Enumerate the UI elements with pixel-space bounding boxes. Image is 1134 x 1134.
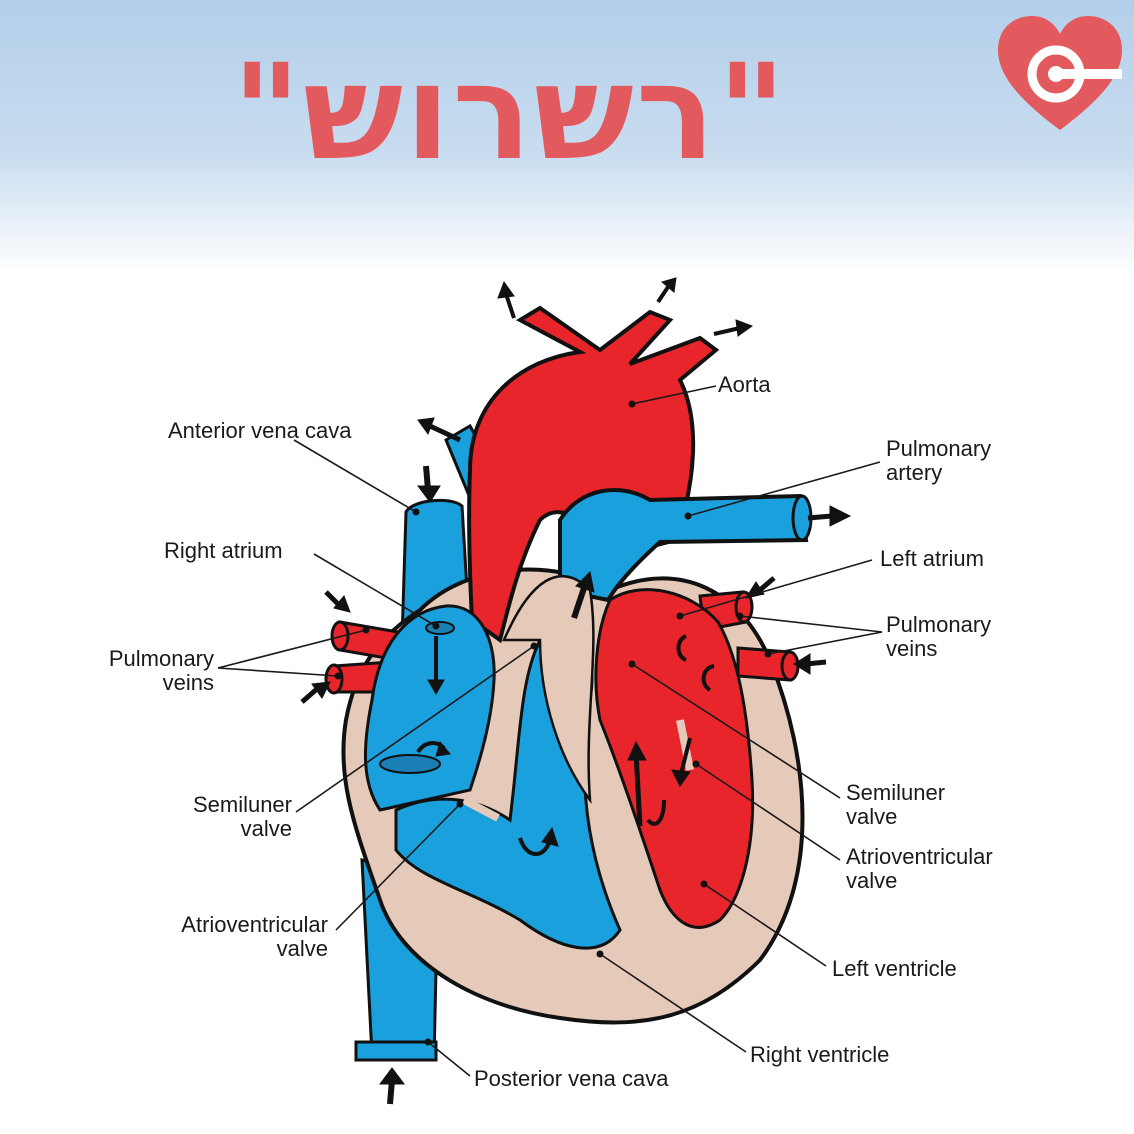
label-pulmonary-veins-left-line1: Pulmonary	[109, 646, 214, 671]
label-av-valve-left-line2: valve	[277, 936, 328, 961]
label-semilunar-valve-left-line2: valve	[241, 816, 292, 841]
heart-logo-icon	[998, 16, 1122, 130]
label-left-atrium: Left atrium	[880, 546, 984, 571]
header-banner	[0, 0, 1134, 275]
label-anterior-vena-cava: Anterior vena cava	[168, 418, 352, 443]
label-semilunar-valve-left-line1: Semiluner	[193, 792, 292, 817]
label-left-ventricle: Left ventricle	[832, 956, 957, 981]
right-atrium-vent	[425, 621, 455, 635]
label-av-valve-left-line1: Atrioventricular	[181, 912, 328, 937]
label-semilunar-valve-right-line2: valve	[846, 804, 897, 829]
page-title: "רשרוש"	[232, 36, 788, 190]
right-av-valve-disk	[379, 754, 441, 774]
leader-lines	[217, 385, 883, 1077]
label-posterior-vena-cava: Posterior vena cava	[474, 1066, 669, 1091]
label-pulmonary-artery-line2: artery	[886, 460, 942, 485]
blood-flow-arrows	[300, 277, 852, 1105]
label-pulmonary-veins-left-line2: veins	[163, 670, 214, 695]
left-ventricle-chamber	[594, 588, 755, 929]
label-av-valve-right-line2: valve	[846, 868, 897, 893]
label-pulmonary-artery-line1: Pulmonary	[886, 436, 991, 461]
label-aorta: Aorta	[718, 372, 771, 397]
label-pulmonary-veins-right-line1: Pulmonary	[886, 612, 991, 637]
label-right-atrium: Right atrium	[164, 538, 283, 563]
heart-illustration	[300, 277, 852, 1105]
labels: Aorta Anterior vena cava Pulmonary arter…	[109, 372, 993, 1091]
label-right-ventricle: Right ventricle	[750, 1042, 889, 1067]
label-semilunar-valve-right-line1: Semiluner	[846, 780, 945, 805]
label-av-valve-right-line1: Atrioventricular	[846, 844, 993, 869]
label-pulmonary-veins-right-line2: veins	[886, 636, 937, 661]
